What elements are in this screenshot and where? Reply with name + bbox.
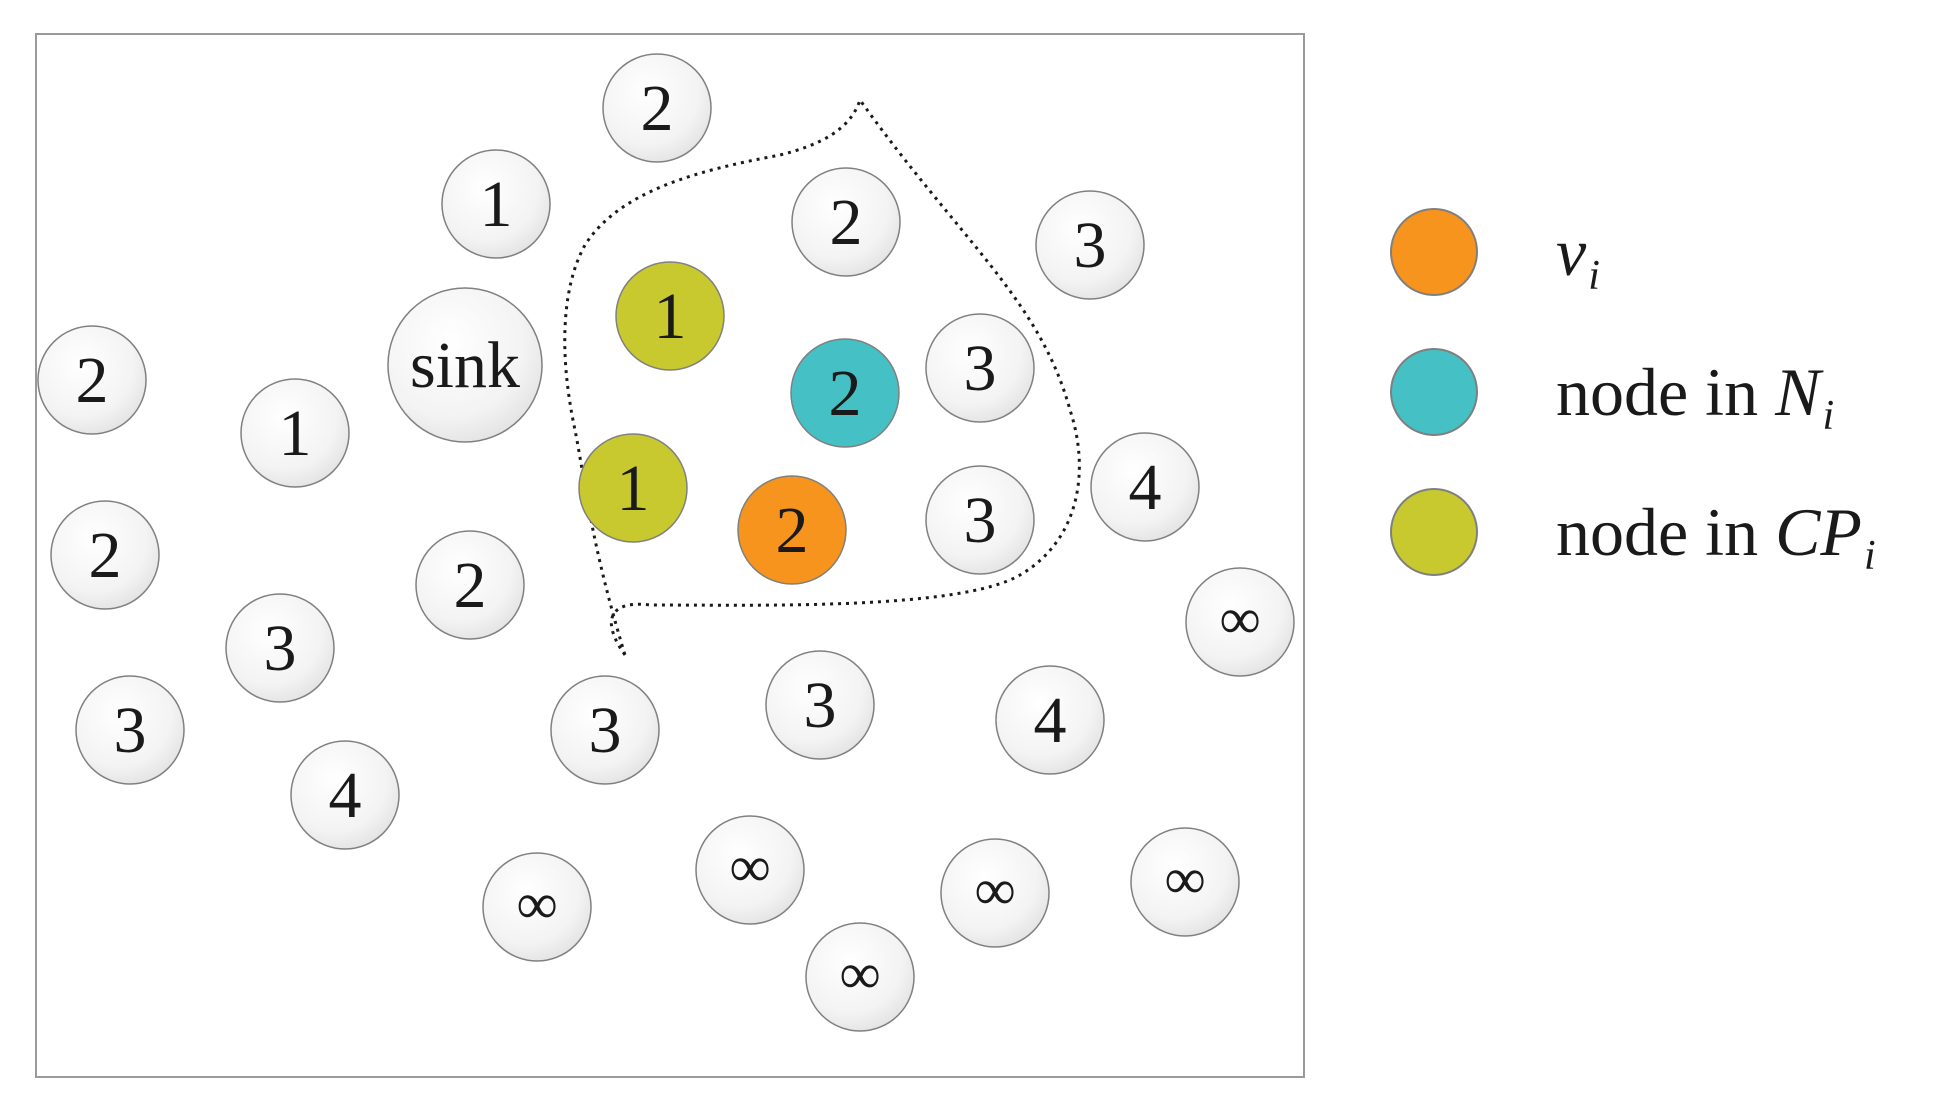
- network-node: 2: [737, 475, 847, 585]
- network-node: 4: [1090, 432, 1200, 542]
- network-node: 3: [925, 313, 1035, 423]
- node-circle: [240, 378, 350, 488]
- node-circle: [765, 650, 875, 760]
- node-circle: [791, 167, 901, 277]
- node-circle: [387, 287, 543, 443]
- node-circle: [1130, 827, 1240, 937]
- node-circle: [290, 740, 400, 850]
- node-circle: [37, 325, 147, 435]
- network-node: 2: [602, 53, 712, 163]
- node-label: 2: [454, 549, 487, 622]
- node-label: sink: [410, 329, 520, 402]
- node-circle: [225, 593, 335, 703]
- node-circle: [940, 838, 1050, 948]
- node-circle: [602, 53, 712, 163]
- node-circle: [615, 261, 725, 371]
- neighborhood-boundary: [563, 96, 1081, 656]
- network-node: 3: [765, 650, 875, 760]
- node-circle: [790, 338, 900, 448]
- network-node: 2: [37, 325, 147, 435]
- node-label: 4: [1129, 451, 1162, 524]
- node-circle: [805, 922, 915, 1032]
- sink-node: sink: [387, 287, 543, 443]
- node-label: 1: [617, 452, 650, 525]
- legend-item-vi: vi: [1390, 208, 1950, 299]
- legend-label-cpi: node in CPi: [1556, 494, 1876, 579]
- network-node: 4: [995, 665, 1105, 775]
- legend-item-cpi: node in CPi: [1390, 488, 1950, 579]
- legend-swatch-cpi: [1390, 488, 1478, 576]
- network-node: 4: [290, 740, 400, 850]
- node-label: ∞: [516, 871, 557, 936]
- node-label: 3: [804, 669, 837, 742]
- network-node: 3: [225, 593, 335, 703]
- node-label: 2: [641, 72, 674, 145]
- node-label: 2: [829, 357, 862, 430]
- node-label: 3: [964, 332, 997, 405]
- node-circle: [1090, 432, 1200, 542]
- node-label: 3: [1074, 209, 1107, 282]
- network-node: ∞: [940, 838, 1050, 948]
- node-label: 1: [480, 168, 513, 241]
- node-label: 3: [964, 484, 997, 557]
- node-circle: [75, 675, 185, 785]
- legend-swatch-ni: [1390, 348, 1478, 436]
- node-label: ∞: [1219, 586, 1260, 651]
- node-label: 2: [830, 186, 863, 259]
- legend-item-ni: node in Ni: [1390, 348, 1950, 439]
- node-label: 3: [264, 612, 297, 685]
- node-label: 4: [1034, 684, 1067, 757]
- node-label: 1: [279, 397, 312, 470]
- network-node: 1: [578, 433, 688, 543]
- node-circle: [1035, 190, 1145, 300]
- node-label: 1: [654, 280, 687, 353]
- node-circle: [578, 433, 688, 543]
- network-node: 2: [790, 338, 900, 448]
- node-circle: [441, 149, 551, 259]
- network-node: 2: [791, 167, 901, 277]
- legend-label-ni: node in Ni: [1556, 354, 1835, 439]
- network-node: 3: [550, 675, 660, 785]
- node-label: 3: [114, 694, 147, 767]
- network-node: 1: [240, 378, 350, 488]
- node-label: 4: [329, 759, 362, 832]
- network-node: ∞: [1130, 827, 1240, 937]
- legend-label-vi: vi: [1556, 214, 1600, 299]
- network-node: ∞: [695, 815, 805, 925]
- network-node: 3: [925, 465, 1035, 575]
- network-node: 2: [50, 500, 160, 610]
- network-node: 2: [415, 530, 525, 640]
- node-label: ∞: [974, 857, 1015, 922]
- node-circle: [995, 665, 1105, 775]
- network-node: 1: [441, 149, 551, 259]
- node-label: 2: [776, 494, 809, 567]
- node-circle: [482, 852, 592, 962]
- node-label: ∞: [729, 834, 770, 899]
- node-circle: [50, 500, 160, 610]
- network-node: ∞: [482, 852, 592, 962]
- node-circle: [925, 465, 1035, 575]
- network-node: 3: [1035, 190, 1145, 300]
- network-node: ∞: [1185, 567, 1295, 677]
- node-circle: [737, 475, 847, 585]
- network-frame: [35, 33, 1305, 1078]
- node-circle: [925, 313, 1035, 423]
- legend-swatch-vi: [1390, 208, 1478, 296]
- node-circle: [550, 675, 660, 785]
- node-label: 3: [589, 694, 622, 767]
- network-node: 3: [75, 675, 185, 785]
- network-node: ∞: [805, 922, 915, 1032]
- node-circle: [695, 815, 805, 925]
- node-label: ∞: [839, 941, 880, 1006]
- network-node: 1: [615, 261, 725, 371]
- node-circle: [415, 530, 525, 640]
- node-label: 2: [89, 519, 122, 592]
- node-label: ∞: [1164, 846, 1205, 911]
- node-circle: [1185, 567, 1295, 677]
- node-label: 2: [76, 344, 109, 417]
